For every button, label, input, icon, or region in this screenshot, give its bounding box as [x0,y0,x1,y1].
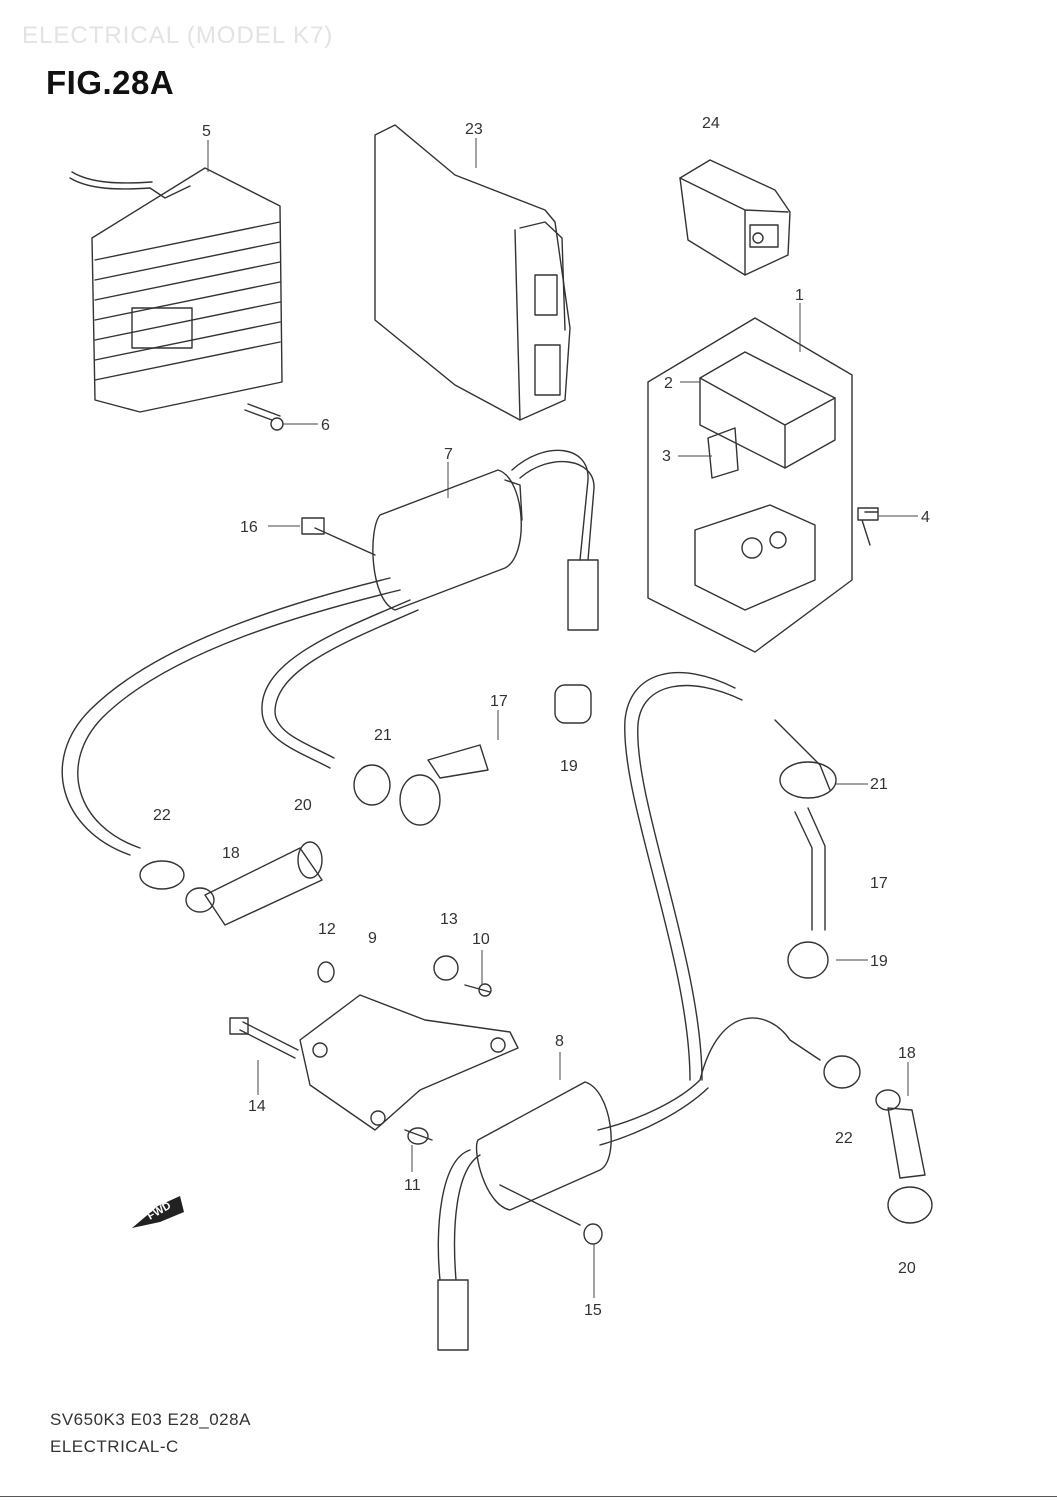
callout-17-upper: 17 [490,693,508,710]
regulator-rectifier-part [69,167,284,431]
callout-22-left: 22 [153,807,171,824]
callout-17-right: 17 [870,875,888,892]
callout-5: 5 [202,123,211,140]
callout-labels: 5 6 23 24 1 2 3 4 7 16 17 21 19 20 21 22… [153,115,930,1319]
callout-4: 4 [921,509,930,526]
callout-3: 3 [662,448,671,465]
callout-8: 8 [555,1033,564,1050]
callout-18-right: 18 [898,1045,916,1062]
ecu-module-part [374,124,571,421]
callout-21-right: 21 [870,776,888,793]
ignition-coil-rear-part [437,1079,709,1351]
callout-11: 11 [404,1177,421,1194]
callout-19-upper: 19 [560,758,578,775]
callout-13: 13 [440,911,458,928]
diagram-subtitle: ELECTRICAL-C [50,1437,179,1456]
bottom-divider [0,1496,1057,1497]
relay-connector-part [679,159,791,276]
callout-1: 1 [795,287,804,304]
callout-15: 15 [584,1302,602,1319]
figure-title: FIG.28A [46,64,175,101]
callout-23: 23 [465,121,483,138]
callout-12: 12 [318,921,336,938]
callout-2: 2 [664,375,673,392]
coil-bracket-part [229,955,519,1145]
fuse-box-assembly [647,317,879,653]
callout-24: 24 [702,115,720,132]
right-ht-lead-set [624,671,933,1224]
forward-arrow-icon: FWD [132,1196,184,1228]
section-header: ELECTRICAL (MODEL K7) [22,22,334,49]
callout-7: 7 [444,446,453,463]
callout-19-right: 19 [870,953,888,970]
callout-22-right: 22 [835,1130,853,1147]
callout-21-left: 21 [374,727,392,744]
callout-18-left: 18 [222,845,240,862]
ignition-coil-front-part [61,449,599,856]
callout-10: 10 [472,931,490,948]
leader-lines [207,138,918,1298]
callout-9: 9 [368,930,377,947]
callout-20-right: 20 [898,1260,916,1277]
callout-16: 16 [240,519,258,536]
callout-6: 6 [321,417,330,434]
callout-14: 14 [248,1098,266,1115]
callout-20-left: 20 [294,797,312,814]
diagram-code: SV650K3 E03 E28_028A [50,1410,251,1429]
plug-cap-set-left [139,684,592,926]
